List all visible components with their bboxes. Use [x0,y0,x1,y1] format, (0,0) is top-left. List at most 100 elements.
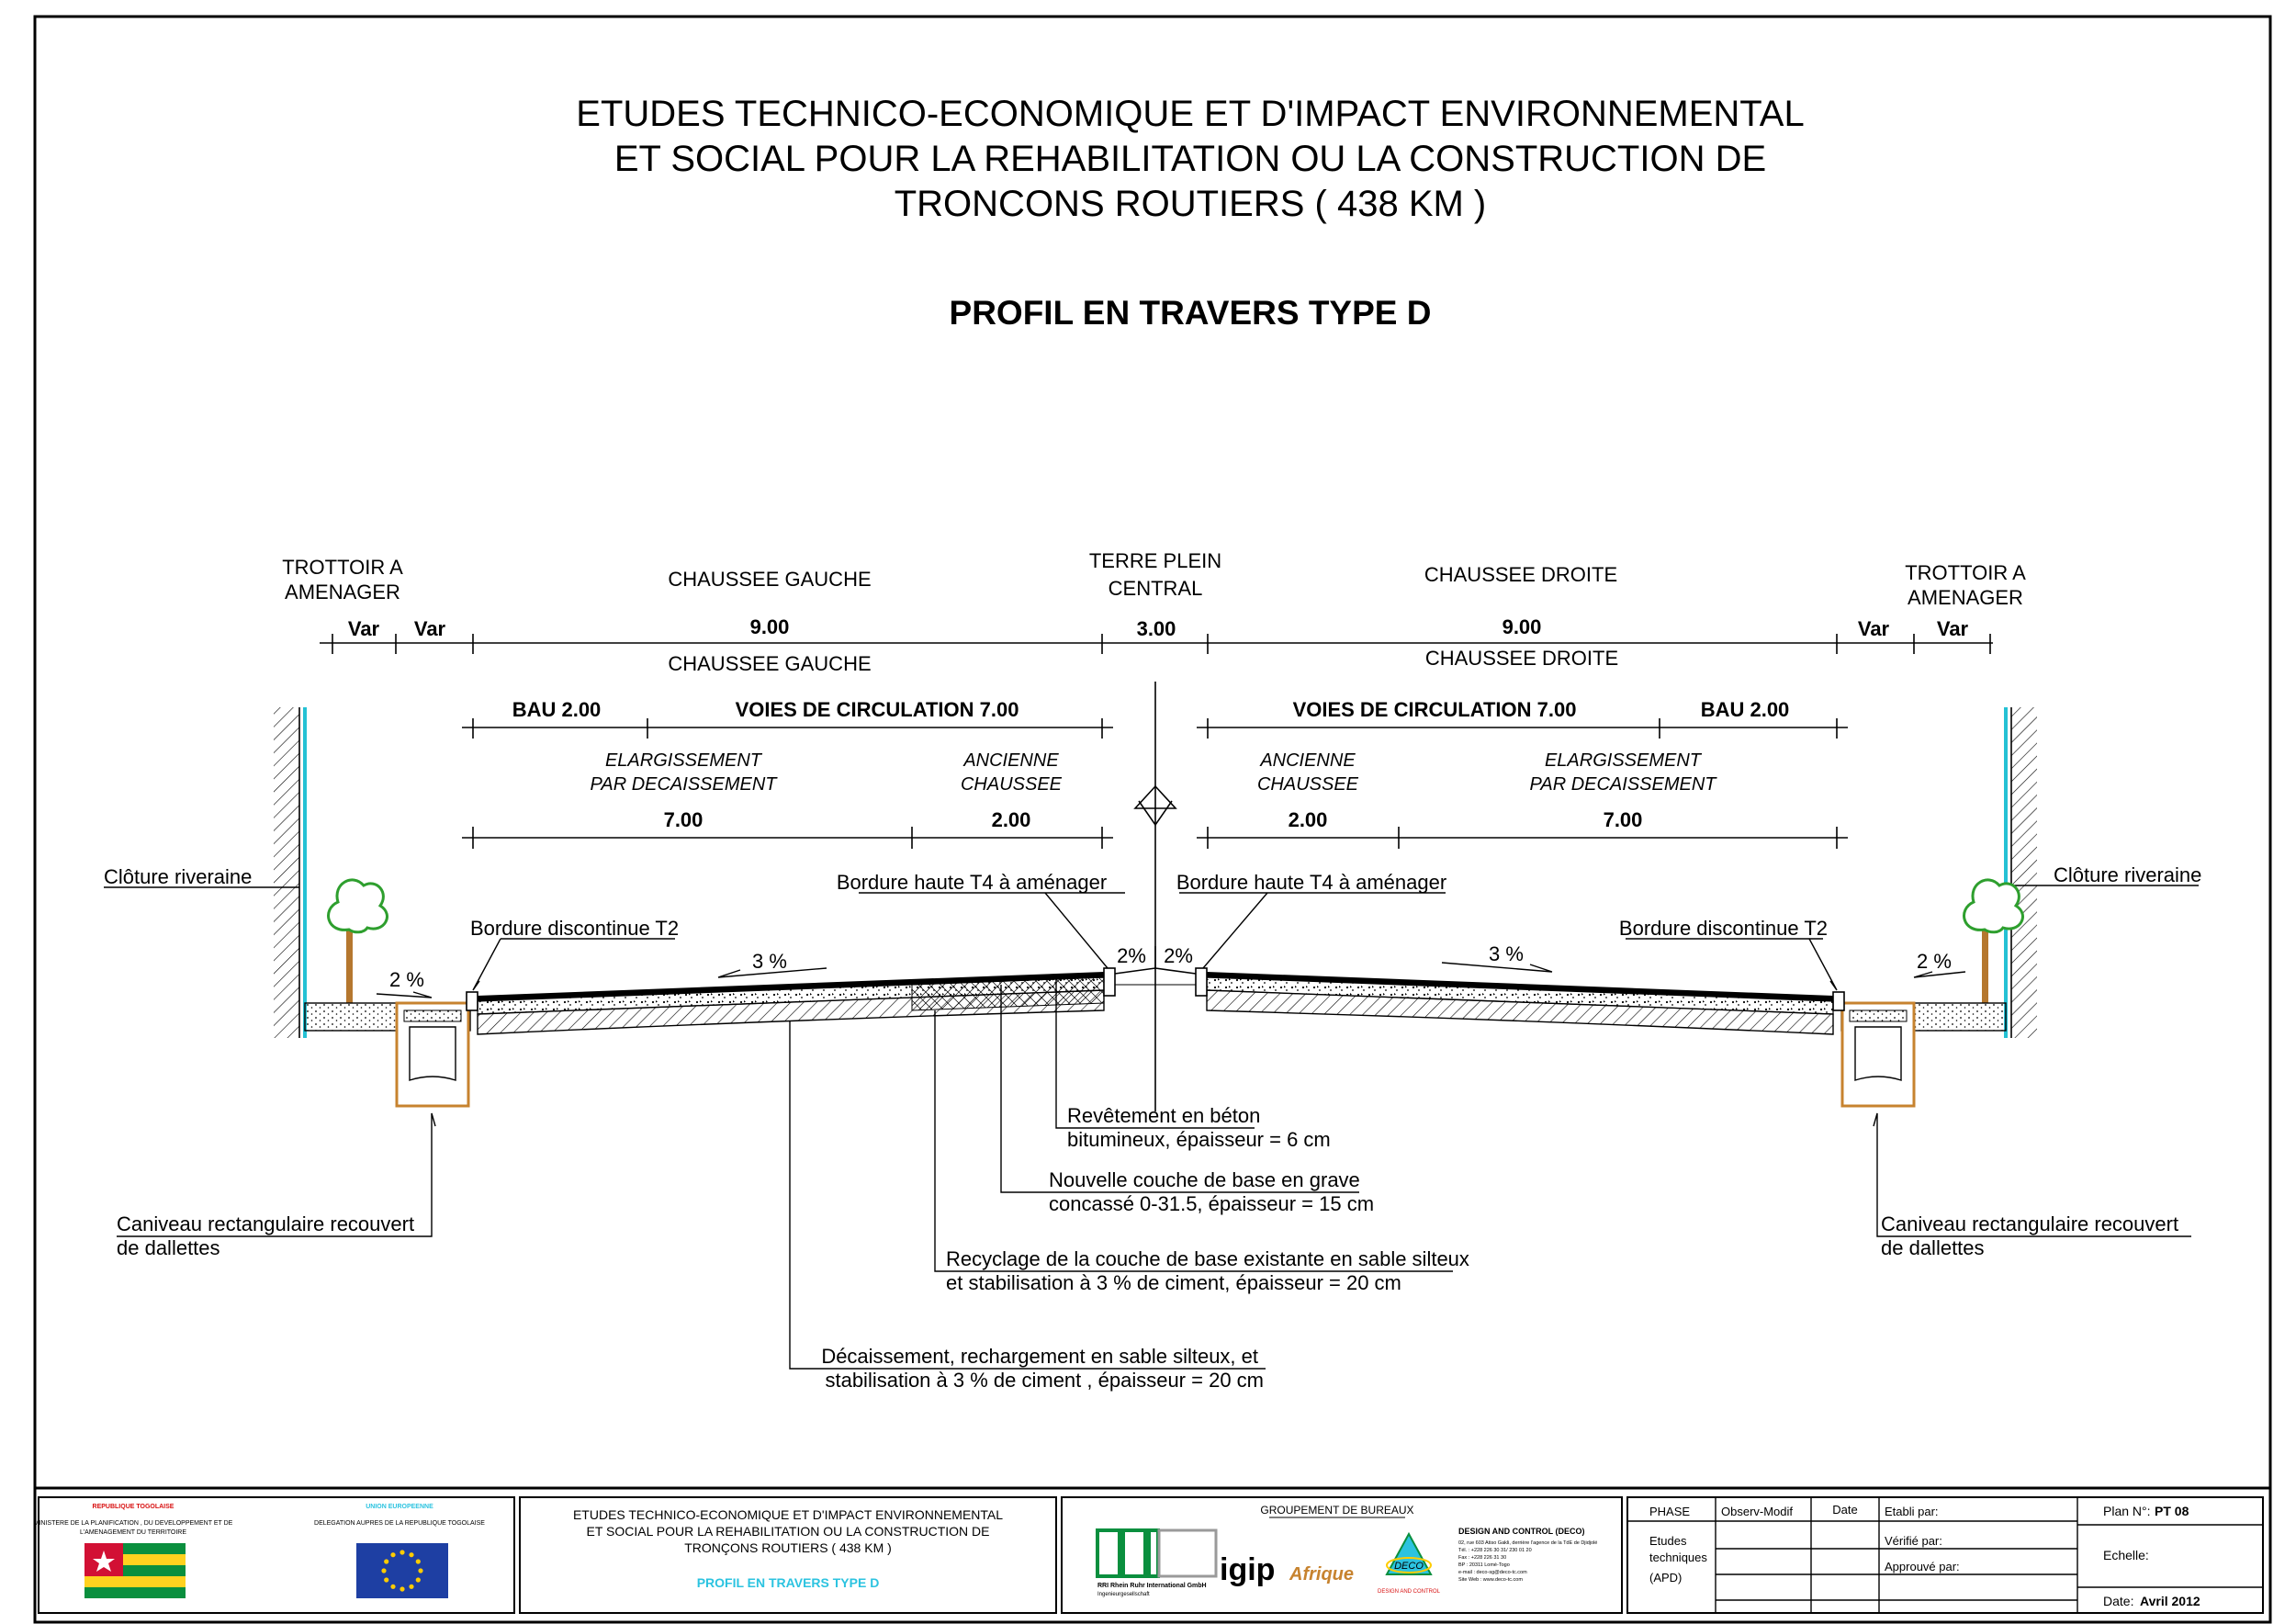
eu-star-icon [418,1568,423,1573]
deco-address-3: Fax : +228 226 31 30 [1458,1555,1506,1561]
etabli-label: Etabli par: [1885,1505,1939,1518]
revetement-label-2: bitumineux, épaisseur = 6 cm [1067,1128,1331,1151]
eu-star-icon [384,1577,389,1583]
tree-left-icon [327,878,388,1003]
slope-right-main: 3 % [1489,942,1524,965]
bordure-discontinue-right-leader [1808,938,1838,991]
bordure-discontinue-left-leader [472,938,501,991]
dim-var-1: Var [348,617,380,640]
header-line-3: TRONCONS ROUTIERS ( 438 KM ) [895,184,1487,224]
rri-sub: Ingenieurgesellschaft [1097,1592,1150,1597]
chaussee-droite-sublabel: CHAUSSEE DROITE [1425,647,1618,670]
elargissement-right-1: ELARGISSEMENT [1545,750,1703,771]
revetement-label-1: Revêtement en béton [1067,1104,1260,1127]
eu-star-icon [384,1559,389,1564]
tree-right-icon [1963,878,2024,1003]
decaissement-label-1: Décaissement, rechargement en sable silt… [821,1345,1258,1368]
date-col-label: Date [1832,1503,1857,1517]
bordure-haute-left-leader [1044,892,1109,969]
ancienne-left-2: CHAUSSEE [961,774,1063,795]
trottoir-right-label-2: AMENAGER [1908,586,2023,609]
recyclage-label-2: et stabilisation à 3 % de ciment, épaiss… [946,1271,1401,1294]
subgrade-right [1206,989,1834,1035]
sidewalk-left [304,1002,398,1032]
eu-star-icon [400,1550,405,1555]
dim-2-right: 2.00 [1289,808,1328,831]
decaissement-leader [789,1021,1266,1370]
bordure-discontinue-left-label: Bordure discontinue T2 [470,917,679,940]
slope-sidewalk-left: 2 % [389,968,424,991]
caniveau-left-leader [117,1112,436,1237]
ancienne-left-1: ANCIENNE [962,750,1059,771]
elargissement-right-2: PAR DECAISSEMENT [1530,774,1718,795]
kerb-t4-right [1195,967,1208,997]
eu-star-icon [390,1584,396,1589]
deco-address-4: BP : 20311 Lomé-Togo [1458,1562,1510,1568]
title-block [38,1496,2264,1614]
nouvelle-couche-label-1: Nouvelle couche de base en grave [1049,1168,1360,1191]
header-line-2: ET SOCIAL POUR LA REHABILITATION OU LA C… [614,139,1766,179]
plan-value: PT 08 [2155,1504,2189,1518]
deco-caption: DESIGN AND CONTROL [1378,1589,1441,1595]
dim-7-right: 7.00 [1604,808,1643,831]
deco-name: DESIGN AND CONTROL (DECO) [1458,1527,1585,1536]
dim-7-left: 7.00 [664,808,703,831]
slope-sidewalk-left-arrow [376,991,433,998]
phase-value-1: Etudes [1649,1534,1687,1548]
eu-star-icon [400,1586,405,1592]
axis-symbol [1133,784,1177,827]
fence-right-hatch [2011,707,2037,1038]
dim-2-left: 2.00 [992,808,1031,831]
slope-median-left: 2% [1117,944,1146,967]
caniveau-left-label-2: de dallettes [117,1236,220,1259]
cloture-right-label: Clôture riveraine [2054,863,2201,886]
trottoir-left-label-1: TROTTOIR A [282,556,403,579]
slope-left-arrow [717,967,827,978]
terre-plein-label-2: CENTRAL [1109,577,1203,600]
delegation: DELEGATION AUPRES DE LA REPUBLIQUE TOGOL… [314,1520,485,1527]
slope-sidewalk-right-arrow [1913,971,1966,978]
caniveau-left-label-1: Caniveau rectangulaire recouvert [117,1212,414,1235]
recyclage-label-1: Recyclage de la couche de base existante… [946,1247,1469,1270]
caniveau-right-leader [1873,1112,2191,1237]
nouvelle-couche-leader [1000,985,1359,1193]
date-value: Avril 2012 [2140,1594,2200,1608]
recyclage-leader [934,1010,1453,1272]
ancienne-right-2: CHAUSSEE [1257,774,1359,795]
sidewalk-right [1913,1002,2007,1032]
eu-flag-icon [356,1543,448,1598]
deco-address-5: e-mail : deco-sg@deco-tc.com [1458,1570,1527,1575]
dim-voies-right: VOIES DE CIRCULATION 7.00 [1293,698,1577,721]
ministere-1: MINISTERE DE LA PLANIFICATION , DU DEVEL… [34,1520,233,1527]
kerb-t2-right [1832,991,1845,1011]
igip-logo: igip [1220,1552,1275,1587]
phase-label: PHASE [1649,1505,1690,1518]
slope-median-right: 2% [1164,944,1193,967]
surface-right [1207,972,1833,1001]
verifie-label: Vérifié par: [1885,1534,1942,1548]
chaussee-gauche-sublabel: CHAUSSEE GAUCHE [668,652,871,675]
eu-star-icon [409,1584,414,1589]
surface-left [478,972,1104,1001]
study-line-2: ET SOCIAL POUR LA REHABILITATION OU LA C… [586,1524,989,1539]
trottoir-left-label-2: AMENAGER [285,581,400,603]
groupement-label: GROUPEMENT DE BUREAUX [1260,1504,1413,1517]
dim-var-2: Var [414,617,446,640]
dimension-row-lanes [462,718,1848,739]
eu-star-icon [415,1559,421,1564]
gutter-left [395,1001,470,1108]
bordure-haute-right-leader [1202,892,1268,969]
phase-value-2: techniques [1649,1551,1707,1564]
terre-plein-label-1: TERRE PLEIN [1089,549,1221,572]
bordure-haute-right-label: Bordure haute T4 à aménager [1176,871,1446,894]
ancienne-right-1: ANCIENNE [1259,750,1356,771]
caniveau-right-label-2: de dallettes [1881,1236,1985,1259]
dim-bau-left: BAU 2.00 [512,698,602,721]
outer-border [33,15,2272,1624]
deco-logo-icon [1385,1531,1433,1575]
nouvelle-couche-label-2: concassé 0-31.5, épaisseur = 15 cm [1049,1192,1374,1215]
revision-grid [1627,1497,2263,1613]
elargissement-left-2: PAR DECAISSEMENT [591,774,779,795]
date-label: Date: [2103,1594,2133,1608]
